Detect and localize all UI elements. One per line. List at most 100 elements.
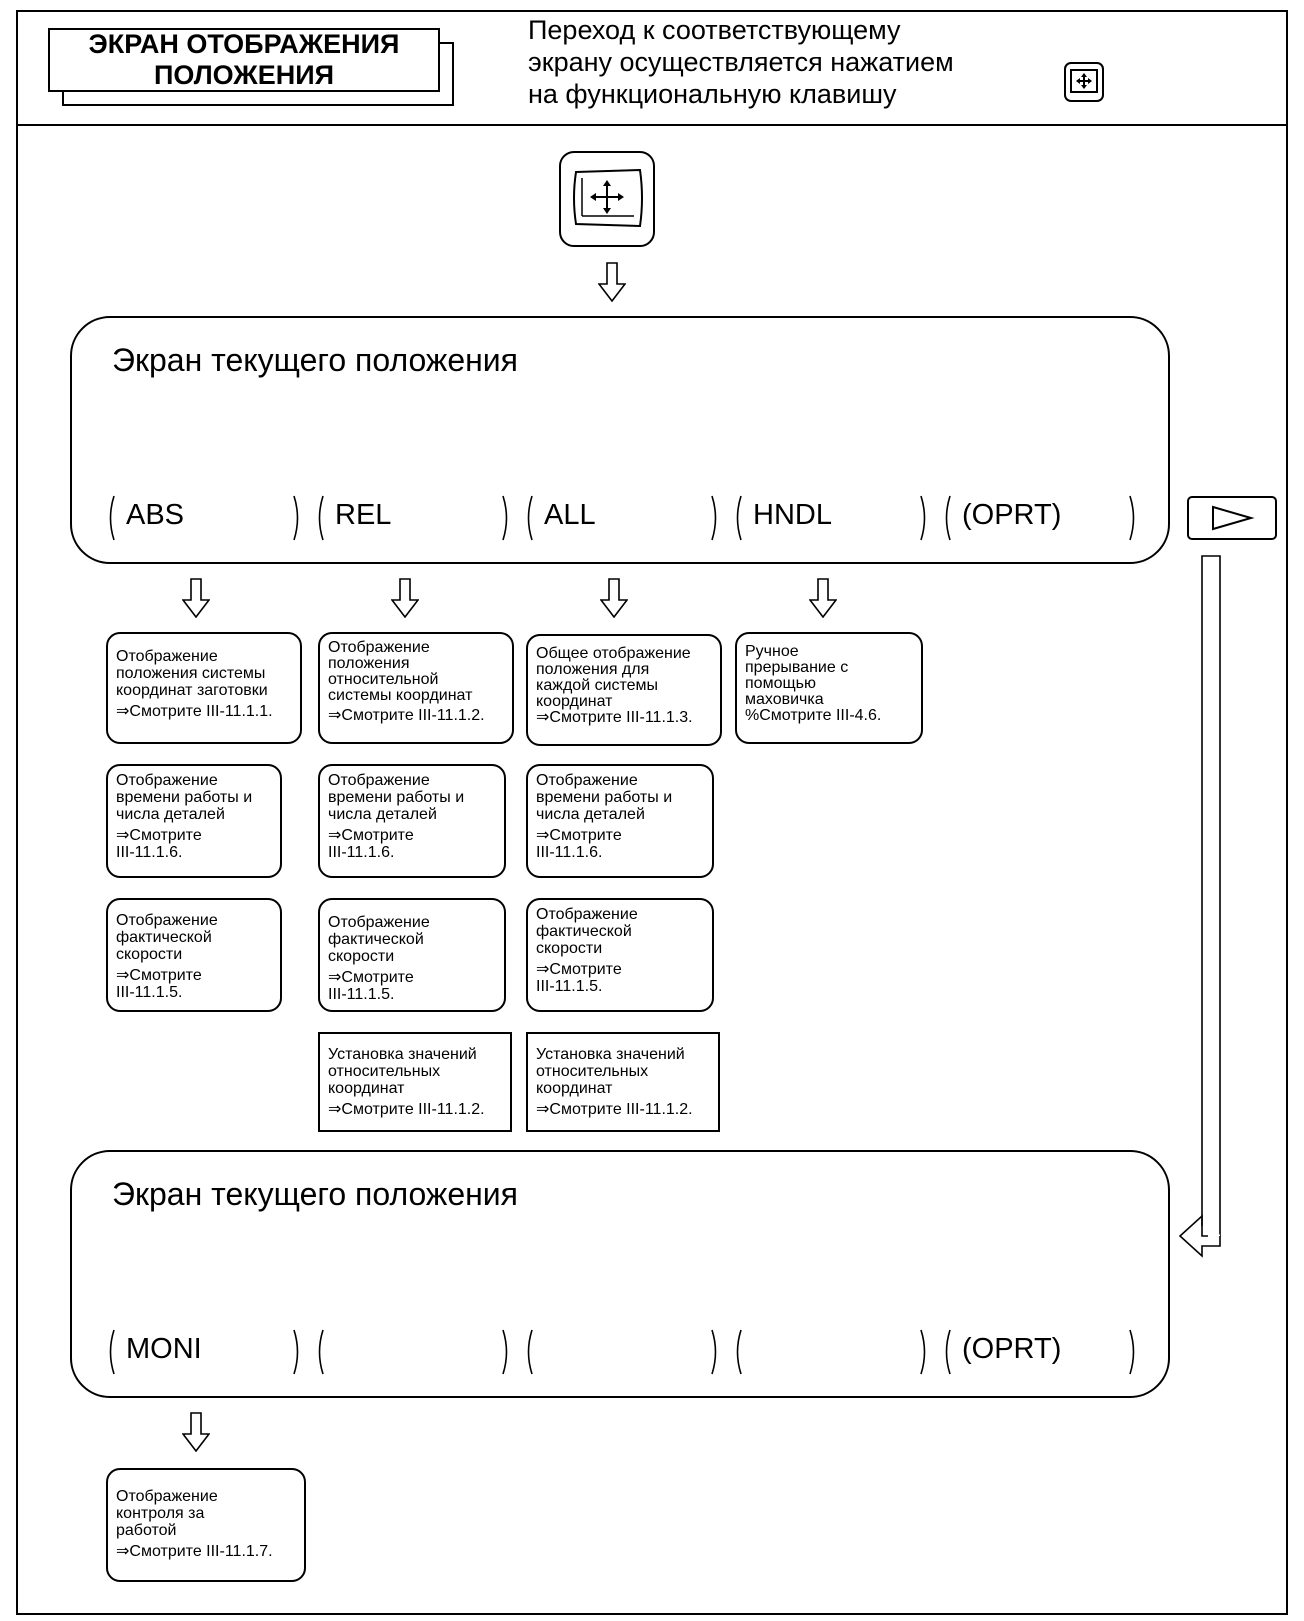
box-line: Отображение — [116, 772, 218, 789]
box-reference-number: III-11.1.5. — [536, 978, 603, 995]
box-reference[interactable]: ⇒Смотрите — [536, 961, 622, 978]
box-reference-number: III-11.1.5. — [116, 984, 183, 1001]
box-line: относительных — [536, 1063, 649, 1080]
box-line: положения — [328, 655, 410, 672]
box-line: системы координат — [328, 687, 473, 704]
softkey-all[interactable]: ALL — [524, 494, 720, 541]
box-abs-actual-speed: Отображение фактической скорости ⇒Смотри… — [106, 898, 282, 1012]
box-reference[interactable]: ⇒Смотрите — [536, 827, 622, 844]
box-reference[interactable]: ⇒Смотрите III-11.1.3. — [536, 709, 693, 726]
box-line: скорости — [328, 948, 395, 965]
softkey-brackets — [318, 1329, 508, 1375]
intro-text: Переход к соответствующему экрану осущес… — [528, 14, 954, 110]
softkey-brackets — [736, 495, 926, 541]
box-line: времени работы и — [536, 789, 673, 806]
box-line: числа деталей — [116, 806, 225, 823]
softkey-brackets — [945, 495, 1135, 541]
box-line: координат — [328, 1080, 405, 1097]
box-rel-relative-position: Отображение положения относительной сист… — [318, 632, 514, 744]
box-reference[interactable]: ⇒Смотрите III-11.1.2. — [328, 707, 485, 724]
box-reference-number: III-11.1.6. — [536, 844, 603, 861]
next-page-triangle-icon — [1212, 505, 1255, 531]
box-line: времени работы и — [328, 789, 465, 806]
box-reference[interactable]: ⇒Смотрите III-11.1.2. — [328, 1101, 485, 1118]
softkey-oprt[interactable]: (OPRT) — [942, 1328, 1138, 1375]
box-moni-operation-monitoring: Отображение контроля за работой ⇒Смотрит… — [106, 1468, 306, 1582]
header-divider — [16, 124, 1288, 126]
softkey-brackets — [109, 1329, 299, 1375]
box-reference[interactable]: ⇒Смотрите — [116, 967, 202, 984]
box-rel-set-relative-coordinates: Установка значений относительных координ… — [318, 1032, 512, 1132]
softkey-brackets — [109, 495, 299, 541]
softkey-rel[interactable]: REL — [315, 494, 511, 541]
softkey-label: HNDL — [753, 499, 832, 531]
box-line: координат — [536, 1080, 613, 1097]
intro-line-3: на функциональную клавишу — [528, 79, 897, 109]
box-line: Общее отображение — [536, 645, 691, 662]
position-function-key-icon[interactable] — [1064, 62, 1104, 102]
box-reference[interactable]: ⇒Смотрите III-11.1.2. — [536, 1101, 693, 1118]
box-line: числа деталей — [536, 806, 645, 823]
box-reference[interactable]: %Смотрите III-4.6. — [745, 707, 882, 724]
current-position-screen-panel-next: Экран текущего положения MONI (OPRT) — [70, 1150, 1170, 1398]
box-line: скорости — [116, 946, 183, 963]
box-line: Отображение — [116, 912, 218, 929]
next-page-key[interactable] — [1187, 496, 1277, 540]
hollow-down-arrow-icon — [182, 1412, 210, 1452]
box-line: Отображение — [116, 648, 218, 665]
box-line: времени работы и — [116, 789, 253, 806]
softkey-empty-3[interactable] — [524, 1328, 720, 1375]
box-line: помощью — [745, 675, 816, 692]
box-line: маховичка — [745, 691, 824, 708]
softkey-hndl[interactable]: HNDL — [733, 494, 929, 541]
position-function-key-large-icon[interactable] — [558, 150, 656, 248]
box-line: Отображение — [328, 772, 430, 789]
box-line: относительных — [328, 1063, 441, 1080]
softkey-brackets — [736, 1329, 926, 1375]
box-reference[interactable]: ⇒Смотрите — [328, 827, 414, 844]
box-line: Отображение — [116, 1488, 218, 1505]
current-position-screen-panel: Экран текущего положения ABS REL ALL HND… — [70, 316, 1170, 564]
box-line: скорости — [536, 940, 603, 957]
hollow-down-arrow-icon — [182, 578, 210, 618]
box-line: фактической — [116, 929, 212, 946]
box-line: Установка значений — [536, 1046, 685, 1063]
box-reference[interactable]: ⇒Смотрите — [328, 969, 414, 986]
softkey-label: (OPRT) — [962, 1333, 1062, 1365]
hollow-down-arrow-icon — [391, 578, 419, 618]
box-abs-run-time-parts: Отображение времени работы и числа детал… — [106, 764, 282, 878]
box-line: прерывание с — [745, 659, 849, 676]
page-title: ЭКРАН ОТОБРАЖЕНИЯ ПОЛОЖЕНИЯ — [48, 28, 440, 92]
box-reference[interactable]: ⇒Смотрите — [116, 827, 202, 844]
page-title-line-2: ПОЛОЖЕНИЯ — [153, 60, 335, 90]
page-title-line-1: ЭКРАН ОТОБРАЖЕНИЯ — [88, 29, 400, 59]
softkey-empty-2[interactable] — [315, 1328, 511, 1375]
box-line: фактической — [536, 923, 632, 940]
softkey-brackets — [318, 495, 508, 541]
box-reference[interactable]: ⇒Смотрите III-11.1.1. — [116, 703, 273, 720]
box-line: Ручное — [745, 643, 799, 660]
softkey-empty-4[interactable] — [733, 1328, 929, 1375]
panel-title: Экран текущего положения — [112, 342, 518, 378]
box-line: Отображение — [536, 772, 638, 789]
softkey-oprt[interactable]: (OPRT) — [942, 494, 1138, 541]
page-frame — [16, 10, 1288, 1615]
box-line: фактической — [328, 931, 424, 948]
softkey-label: (OPRT) — [962, 499, 1062, 531]
box-line: Отображение — [536, 906, 638, 923]
intro-line-2: экрану осуществляется нажатием — [528, 47, 954, 77]
softkey-abs[interactable]: ABS — [106, 494, 302, 541]
hollow-down-arrow-icon — [600, 578, 628, 618]
box-reference-number: III-11.1.6. — [116, 844, 183, 861]
box-line: Отображение — [328, 639, 430, 656]
hollow-down-arrow-icon — [598, 262, 626, 302]
box-reference[interactable]: ⇒Смотрите III-11.1.7. — [116, 1543, 273, 1560]
box-all-run-time-parts: Отображение времени работы и числа детал… — [526, 764, 714, 878]
panel-title: Экран текущего положения — [112, 1176, 518, 1212]
box-reference-number: III-11.1.5. — [328, 986, 395, 1003]
hollow-down-arrow-icon — [809, 578, 837, 618]
softkey-brackets — [527, 495, 717, 541]
next-page-flow-arrow — [1178, 555, 1221, 1258]
box-rel-actual-speed: Отображение фактической скорости ⇒Смотри… — [318, 898, 506, 1012]
softkey-moni[interactable]: MONI — [106, 1328, 302, 1375]
